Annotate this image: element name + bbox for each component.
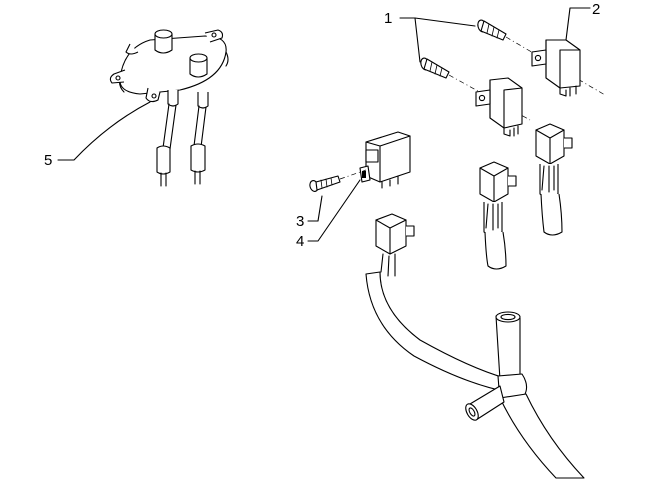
callout-3: 3 bbox=[296, 213, 304, 230]
part-2-clip-brackets bbox=[475, 39, 581, 137]
part-3-4-screw-connector bbox=[309, 131, 411, 192]
callout-1: 1 bbox=[384, 10, 392, 27]
leader-lines bbox=[57, 7, 591, 242]
part-1-screws bbox=[420, 19, 606, 121]
callout-5: 5 bbox=[44, 152, 52, 169]
main-harness-and-hose bbox=[365, 213, 585, 479]
callout-4: 4 bbox=[296, 233, 304, 250]
right-cable-plugs bbox=[479, 123, 573, 270]
callout-labels: 1 2 3 4 5 bbox=[44, 1, 600, 250]
part-5-sensor-plate bbox=[109, 29, 229, 187]
callout-2: 2 bbox=[592, 1, 600, 18]
